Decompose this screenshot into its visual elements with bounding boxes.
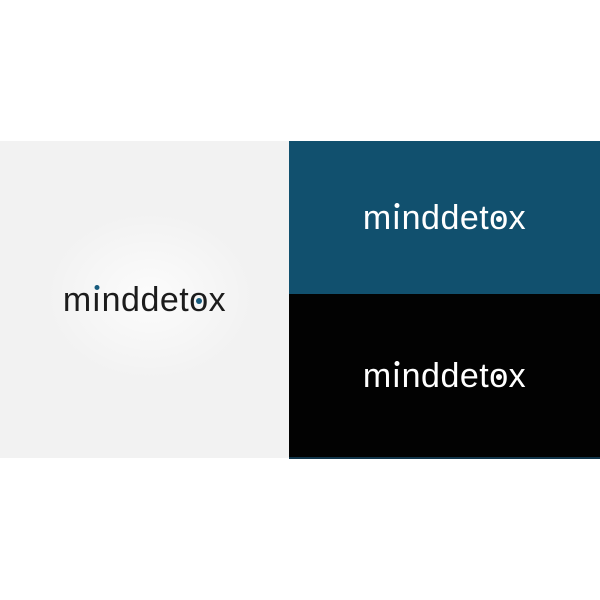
wordmark-minddetox-dark: mınddetox [63,283,226,317]
letter-i: ı [392,359,402,393]
o-center-dot [495,215,502,222]
letter-i: ı [392,201,402,235]
letter-o-bullseye: o [189,283,208,317]
o-center-dot [495,373,502,380]
o-center-dot [195,297,202,304]
logo-panel-light: mınddetox [0,141,289,458]
i-tittle-dot [394,202,400,208]
wordmark-minddetox-on-black: mınddetox [363,359,526,393]
letter-m: m [362,198,392,237]
letter-i-stem: ı [391,356,402,395]
letter-m: m [62,280,92,319]
letter-o-bullseye: o [489,201,508,235]
letter-x: x [508,356,527,395]
letter-i-stem: ı [91,280,102,319]
wordmark-minddetox-on-teal: mınddetox [363,201,526,235]
logo-panel-black: mınddetox [289,294,600,459]
letter-o-bullseye: o [489,359,508,393]
letter-x: x [208,280,227,319]
letter-x: x [508,198,527,237]
letters-nddet: nddet [101,280,190,319]
letter-i-stem: ı [391,198,402,237]
logo-panel-teal: mınddetox [289,141,600,294]
panel-band: mınddetox mınddetox mınddetox [0,141,600,459]
letters-nddet: nddet [401,356,490,395]
letters-nddet: nddet [401,198,490,237]
i-tittle-dot [394,360,400,366]
letter-i: ı [92,283,102,317]
i-tittle-dot [94,284,100,290]
letter-m: m [362,356,392,395]
